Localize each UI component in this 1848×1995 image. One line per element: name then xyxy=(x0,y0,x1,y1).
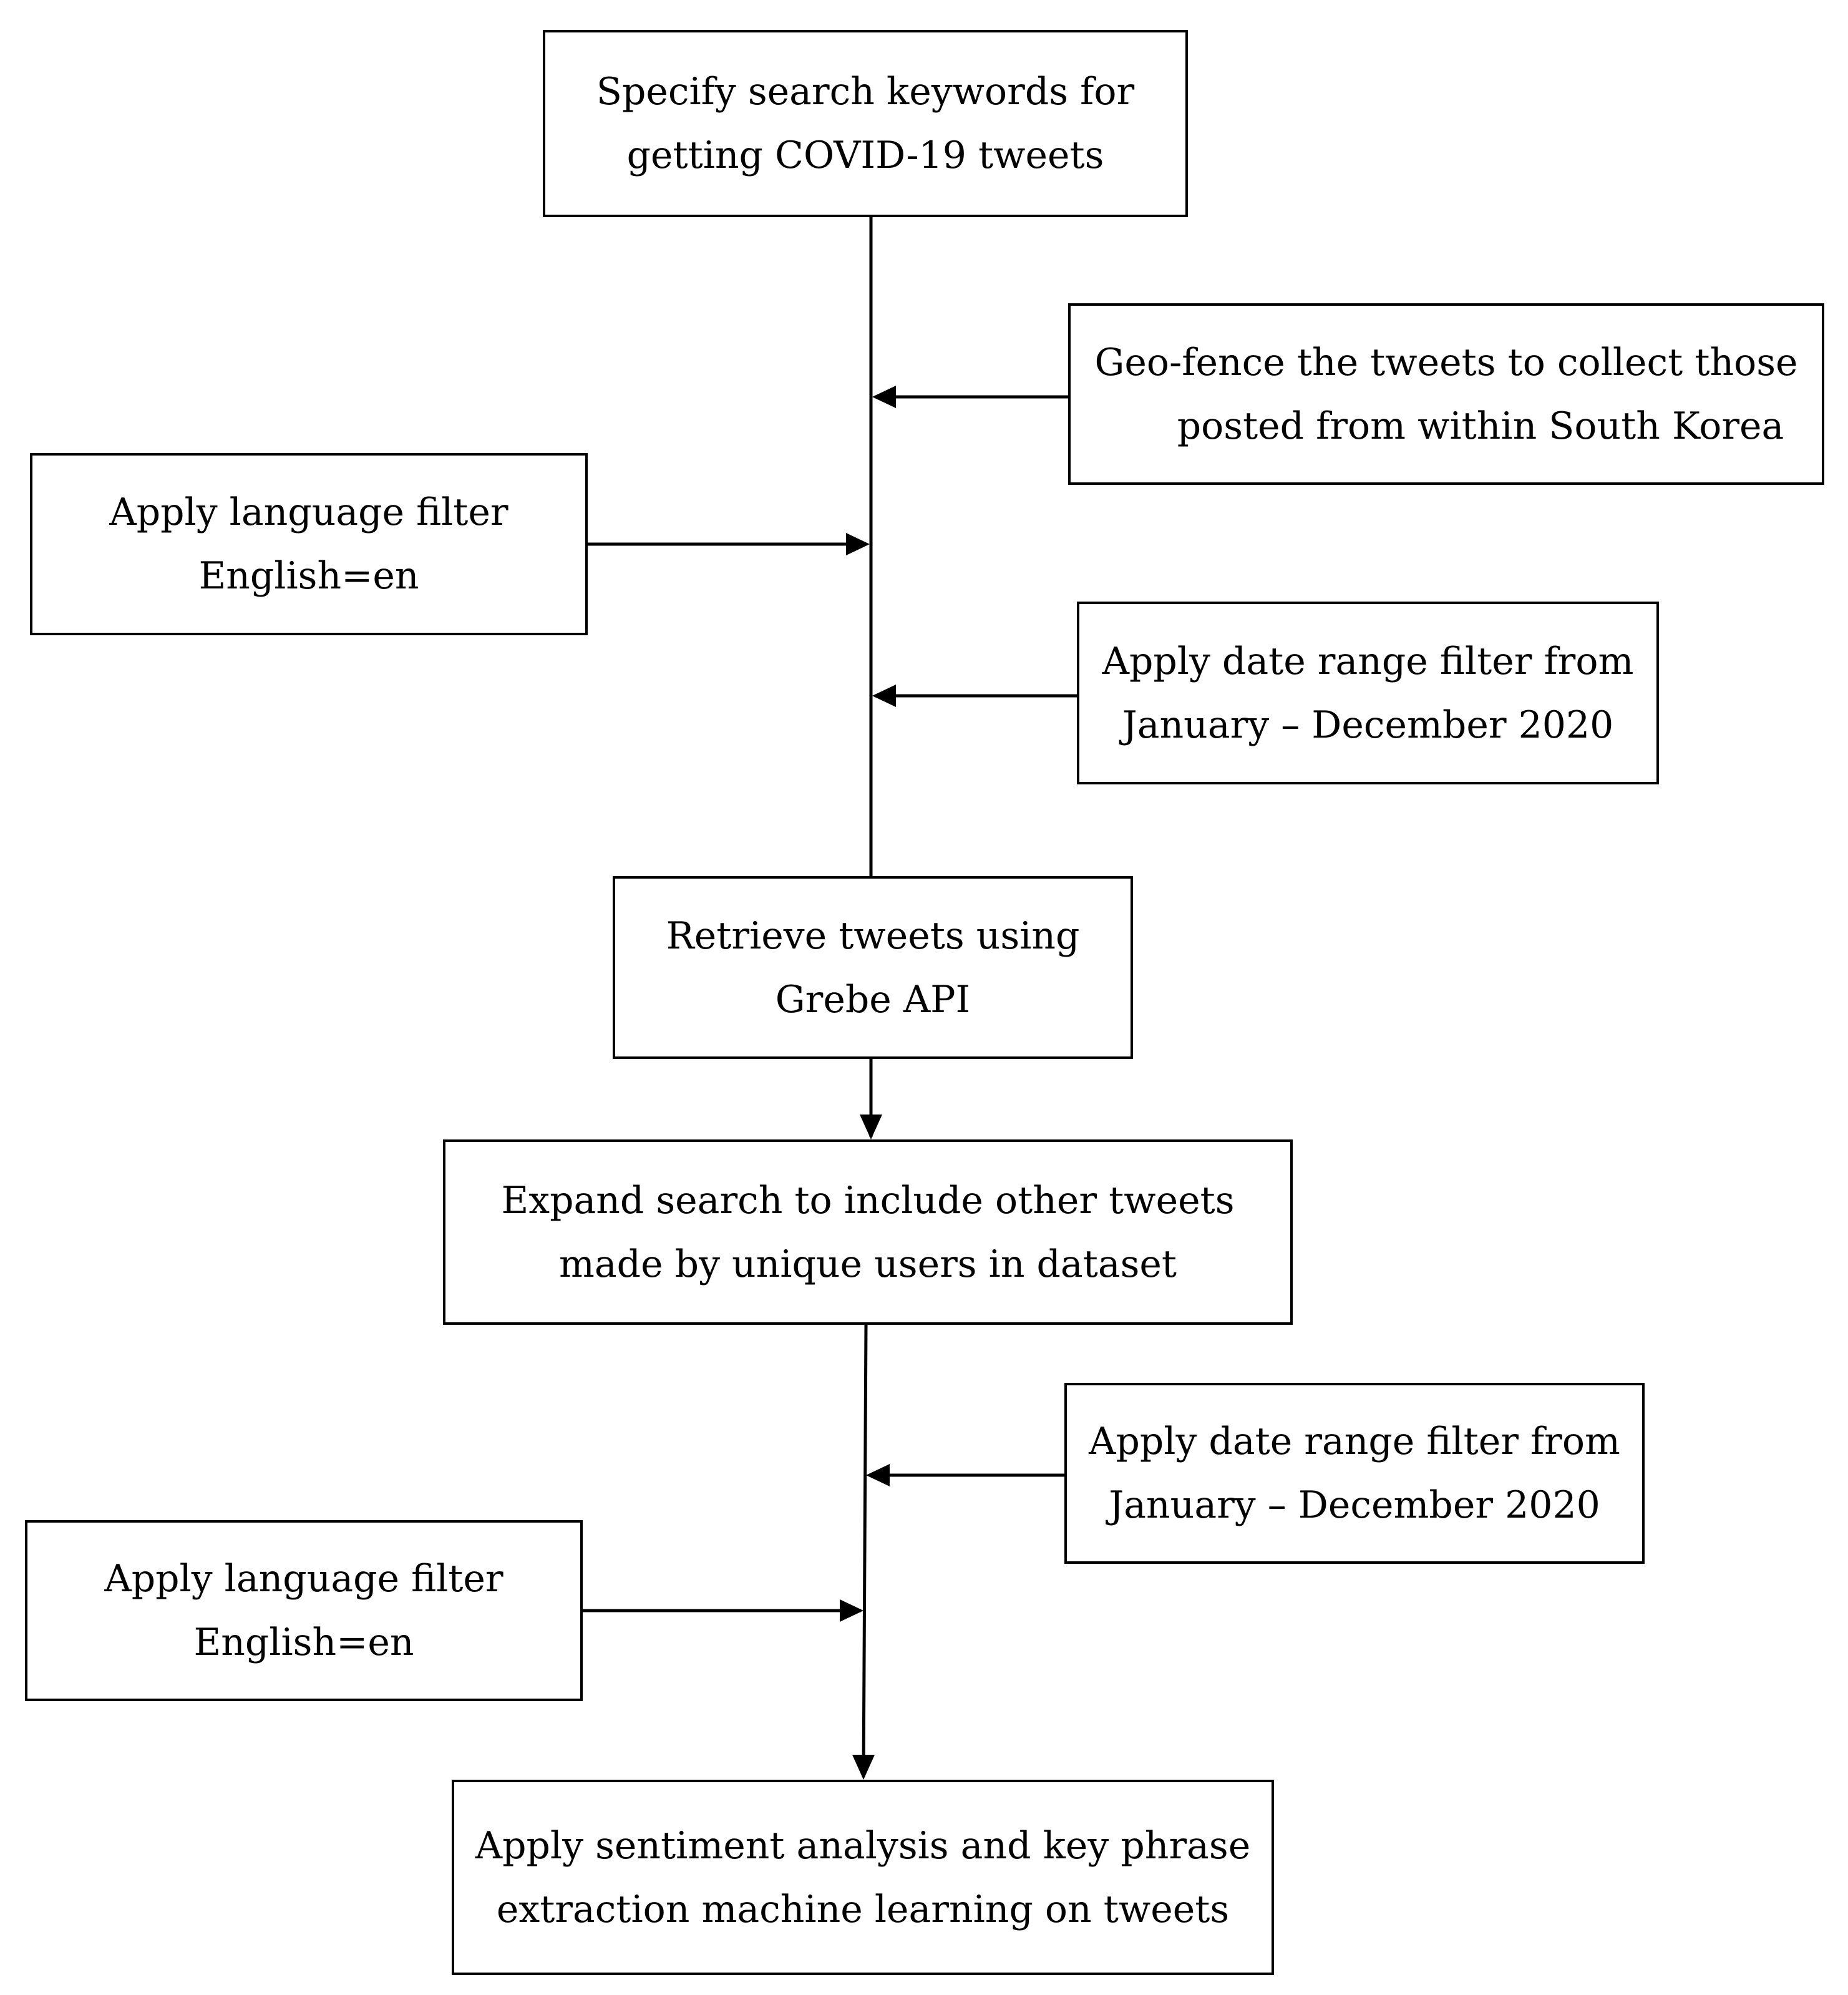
arrowhead-date-2 xyxy=(866,1464,890,1486)
arrowhead-date-1 xyxy=(872,685,896,707)
node-expand-search-line1: Expand search to include other tweets xyxy=(501,1178,1235,1222)
node-language-filter-1: Apply language filter English=en xyxy=(30,453,588,635)
node-geofence-line2: posted from within South Korea xyxy=(1177,404,1784,448)
arrowhead-language-2 xyxy=(840,1599,863,1622)
node-date-filter-2: Apply date range filter from January – D… xyxy=(1064,1383,1645,1564)
node-specify-keywords-line1: Specify search keywords for xyxy=(596,70,1135,114)
node-sentiment-analysis: Apply sentiment analysis and key phrase … xyxy=(452,1780,1274,1975)
node-date-filter-1: Apply date range filter from January – D… xyxy=(1077,602,1659,784)
node-sentiment-analysis-line2: extraction machine learning on tweets xyxy=(496,1887,1230,1931)
node-geofence-line1: Geo-fence the tweets to collect those xyxy=(1094,340,1798,384)
node-language-filter-2-line1: Apply language filter xyxy=(104,1557,503,1601)
node-expand-search: Expand search to include other tweets ma… xyxy=(443,1139,1293,1325)
node-specify-keywords: Specify search keywords for getting COVI… xyxy=(543,30,1188,217)
arrowhead-sentiment xyxy=(852,1755,875,1780)
arrowhead-language-1 xyxy=(846,533,870,555)
node-retrieve-tweets-line1: Retrieve tweets using xyxy=(666,914,1080,958)
node-date-filter-2-line2: January – December 2020 xyxy=(1109,1483,1600,1527)
node-date-filter-1-line1: Apply date range filter from xyxy=(1102,639,1634,683)
node-language-filter-2: Apply language filter English=en xyxy=(25,1520,583,1701)
node-retrieve-tweets: Retrieve tweets using Grebe API xyxy=(613,876,1133,1059)
node-date-filter-1-line2: January – December 2020 xyxy=(1122,703,1614,747)
spine-lower xyxy=(862,1324,868,1778)
node-language-filter-1-line2: English=en xyxy=(198,554,419,598)
node-language-filter-2-line2: English=en xyxy=(193,1621,414,1664)
node-date-filter-2-line1: Apply date range filter from xyxy=(1089,1420,1620,1463)
node-expand-search-line2: made by unique users in dataset xyxy=(559,1242,1177,1286)
node-specify-keywords-line2: getting COVID-19 tweets xyxy=(626,134,1104,177)
node-retrieve-tweets-line2: Grebe API xyxy=(775,977,971,1022)
node-sentiment-analysis-line1: Apply sentiment analysis and key phrase xyxy=(475,1823,1251,1868)
node-geofence: Geo-fence the tweets to collect those po… xyxy=(1068,303,1824,485)
arrowhead-expand xyxy=(860,1115,882,1139)
arrowhead-geofence xyxy=(872,386,896,408)
node-language-filter-1-line1: Apply language filter xyxy=(109,490,508,534)
